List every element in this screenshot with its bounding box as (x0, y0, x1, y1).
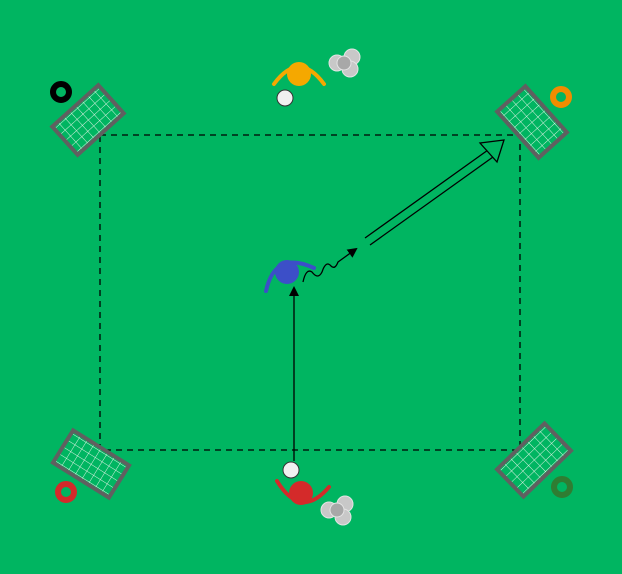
goal-top-left (49, 82, 127, 158)
dribble-arrow (302, 247, 358, 283)
goal-bottom-left (50, 427, 132, 501)
ball-red (282, 461, 300, 479)
cone-red (55, 481, 77, 503)
goal-bottom-right (494, 420, 574, 500)
ball-yellow (276, 89, 294, 107)
player-yellow (272, 62, 326, 86)
player-red (275, 479, 331, 505)
player-blue (264, 260, 316, 293)
cone-green (551, 476, 573, 498)
playing-area (99, 134, 521, 451)
cone-orange (550, 86, 572, 108)
goal-top-right (494, 83, 570, 161)
cone-black (50, 81, 72, 103)
ball-bag-top (328, 48, 361, 78)
pass-arrow (364, 139, 505, 246)
ball-bag-bottom (320, 495, 354, 526)
